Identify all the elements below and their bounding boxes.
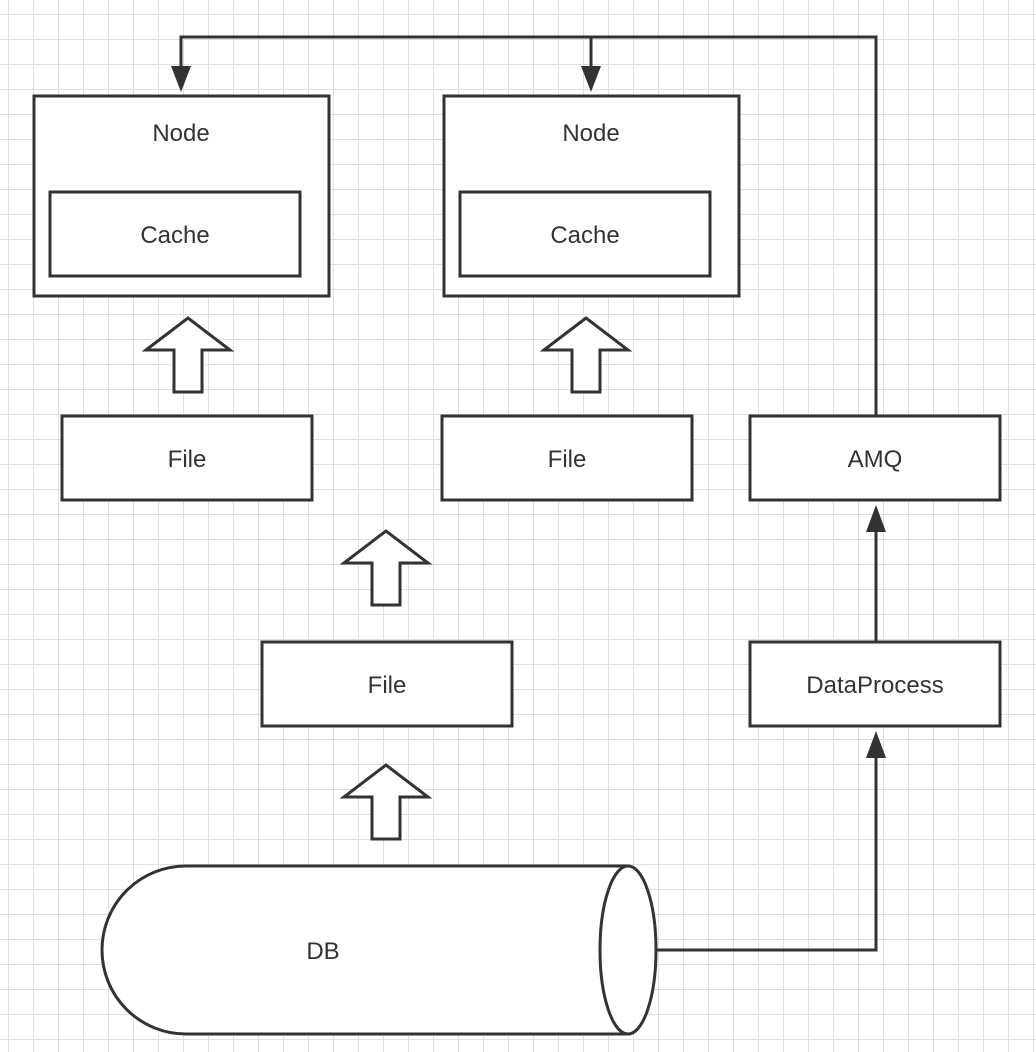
amq-box — [748, 414, 1002, 502]
file-left-box — [60, 414, 314, 502]
data-process-label: DataProcess — [806, 672, 943, 699]
amq-to-nodes-connector — [179, 35, 878, 416]
database[interactable]: DB — [100, 864, 658, 1036]
cache-left-label: Cache — [140, 222, 209, 249]
file-right-label: File — [548, 446, 587, 473]
database-end-cap — [598, 864, 658, 1036]
file-right-box — [440, 414, 694, 502]
file-left-label: File — [168, 446, 207, 473]
file-right[interactable]: File — [440, 414, 694, 502]
db-to-dataprocess-connector — [656, 756, 878, 952]
file-left[interactable]: File — [60, 414, 314, 502]
hollow-up-arrow-center-top — [339, 529, 433, 607]
arrow-into-left-node — [171, 66, 191, 92]
hollow-up-arrow-left — [141, 316, 235, 394]
node-right-title: Node — [562, 120, 619, 147]
cache-right-box[interactable] — [458, 190, 712, 278]
database-body — [100, 864, 630, 1036]
arrow-into-data-process — [866, 731, 886, 758]
arrow-into-right-node — [581, 66, 601, 92]
file-center-box — [260, 640, 514, 728]
amq-label: AMQ — [848, 446, 903, 473]
file-center-label: File — [368, 672, 407, 699]
node-right[interactable]: Node Cache — [442, 94, 741, 298]
database-label: DB — [306, 938, 339, 965]
data-process[interactable]: DataProcess — [748, 640, 1002, 728]
file-center[interactable]: File — [260, 640, 514, 728]
cache-left-box[interactable] — [48, 190, 302, 278]
data-process-box — [748, 640, 1002, 728]
cache-right-label: Cache — [550, 222, 619, 249]
arrow-into-amq — [866, 505, 886, 532]
node-left-title: Node — [152, 120, 209, 147]
hollow-up-arrow-center-bottom — [339, 763, 433, 841]
hollow-up-arrow-right — [539, 316, 633, 394]
node-left[interactable]: Node Cache — [32, 94, 331, 298]
amq[interactable]: AMQ — [748, 414, 1002, 502]
